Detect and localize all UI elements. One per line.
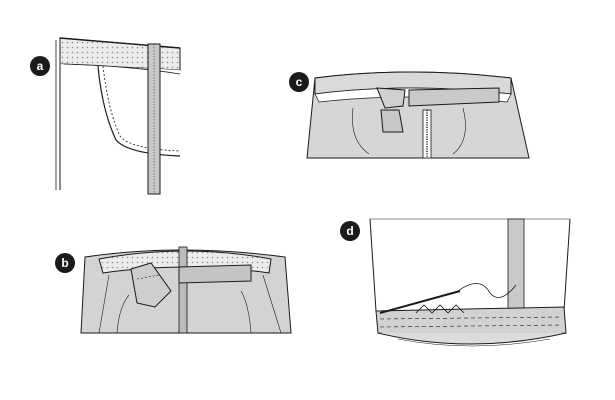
illustration-d: d [340, 215, 580, 365]
illustration-a-drawing [55, 37, 181, 195]
step-badge-d: d [340, 221, 360, 241]
step-badge-a: a [30, 56, 50, 76]
illustration-d-drawing [369, 218, 571, 347]
step-badge-c: c [289, 72, 309, 92]
illustration-b-drawing [80, 246, 292, 334]
illustration-c: c [285, 60, 530, 160]
step-badge-b: b [55, 253, 75, 273]
illustration-a: a [30, 30, 200, 195]
illustration-c-drawing [306, 71, 530, 159]
illustration-b: b [55, 235, 295, 345]
